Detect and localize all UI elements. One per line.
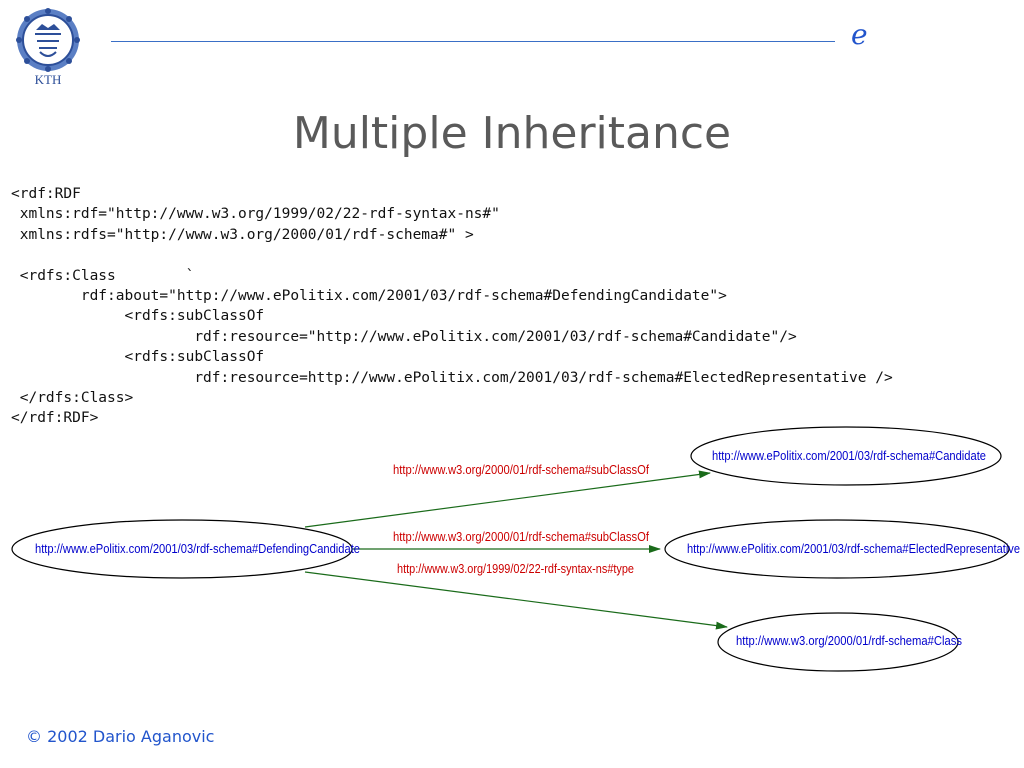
edge-label-subclass-elected: http://www.w3.org/2000/01/rdf-schema#sub… [393, 530, 649, 544]
copyright-footer: © 2002 Dario Aganovic [26, 727, 215, 746]
node-label-defending-candidate: http://www.ePolitix.com/2001/03/rdf-sche… [35, 542, 360, 556]
edge-label-type-class: http://www.w3.org/1999/02/22-rdf-syntax-… [397, 562, 634, 576]
code-line: rdf:about="http://www.ePolitix.com/2001/… [11, 288, 727, 305]
code-line: rdf:resource=http://www.ePolitix.com/200… [11, 369, 893, 386]
edge-type-class [304, 571, 728, 630]
code-line: <rdfs:subClassOf [11, 349, 265, 366]
header-rule [111, 41, 835, 42]
code-line: <rdf:RDF [11, 186, 81, 202]
node-class: http://www.w3.org/2000/01/rdf-schema#Cla… [717, 612, 962, 672]
code-line: xmlns:rdfs="http://www.w3.org/2000/01/rd… [11, 226, 474, 243]
edge-label-subclass-candidate: http://www.w3.org/2000/01/rdf-schema#sub… [393, 463, 649, 477]
node-label-class: http://www.w3.org/2000/01/rdf-schema#Cla… [736, 634, 962, 648]
code-line: rdf:resource="http://www.ePolitix.com/20… [11, 328, 797, 345]
node-label-candidate: http://www.ePolitix.com/2001/03/rdf-sche… [712, 449, 986, 463]
code-line: </rdf:RDF> [11, 410, 99, 427]
node-candidate: http://www.ePolitix.com/2001/03/rdf-sche… [690, 426, 1002, 486]
header-mark: e [851, 18, 868, 51]
svg-text:KTH: KTH [35, 72, 62, 87]
node-elected-representative: http://www.ePolitix.com/2001/03/rdf-sche… [664, 519, 1020, 579]
node-label-elected-representative: http://www.ePolitix.com/2001/03/rdf-sche… [687, 542, 1020, 556]
code-line: xmlns:rdf="http://www.w3.org/1999/02/22-… [11, 206, 500, 223]
code-line: <rdfs:subClassOf [11, 308, 265, 325]
code-line: </rdfs:Class> [11, 390, 134, 407]
edge-subclass-candidate [304, 470, 711, 528]
slide-title: Multiple Inheritance [292, 108, 732, 159]
code-line: <rdfs:Class ` [11, 267, 195, 284]
kth-logo: KTH [16, 8, 80, 87]
rdf-code-block: <rdf:RDF xmlns:rdf="http://www.w3.org/19… [11, 184, 893, 429]
node-defending-candidate: http://www.ePolitix.com/2001/03/rdf-sche… [11, 519, 360, 579]
